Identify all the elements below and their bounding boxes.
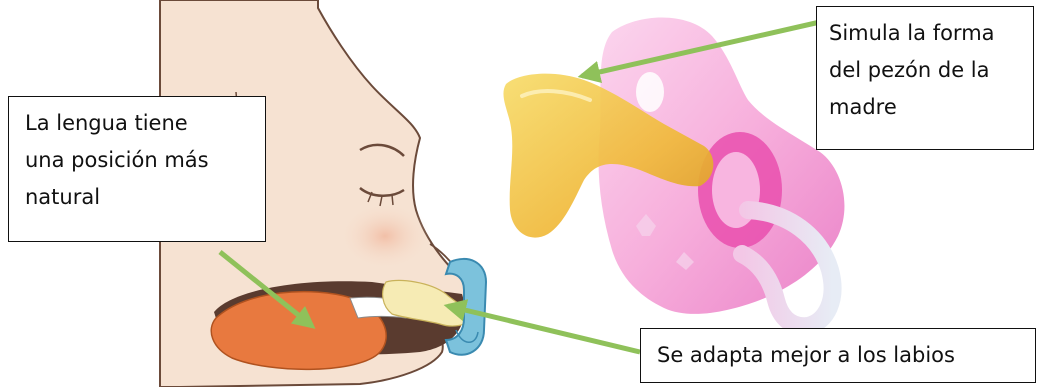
callout-line: La lengua tiene	[25, 105, 255, 142]
callout-line: madre	[829, 89, 1023, 126]
callout-line: del pezón de la	[829, 52, 1023, 89]
callout-line: natural	[25, 179, 255, 216]
callout-line: una posición más	[25, 142, 255, 179]
baby-cheek	[339, 202, 431, 270]
pacifier-photo	[503, 17, 844, 326]
callout-tongue-position: La lengua tiene una posición más natural	[8, 96, 266, 242]
shield-vent-hole	[636, 72, 664, 112]
callout-lips-fit: Se adapta mejor a los labios	[640, 328, 1036, 383]
callout-line: Simula la forma	[829, 15, 1023, 52]
callout-nipple-shape: Simula la forma del pezón de la madre	[816, 6, 1034, 150]
callout-text: Se adapta mejor a los labios	[657, 329, 1035, 381]
